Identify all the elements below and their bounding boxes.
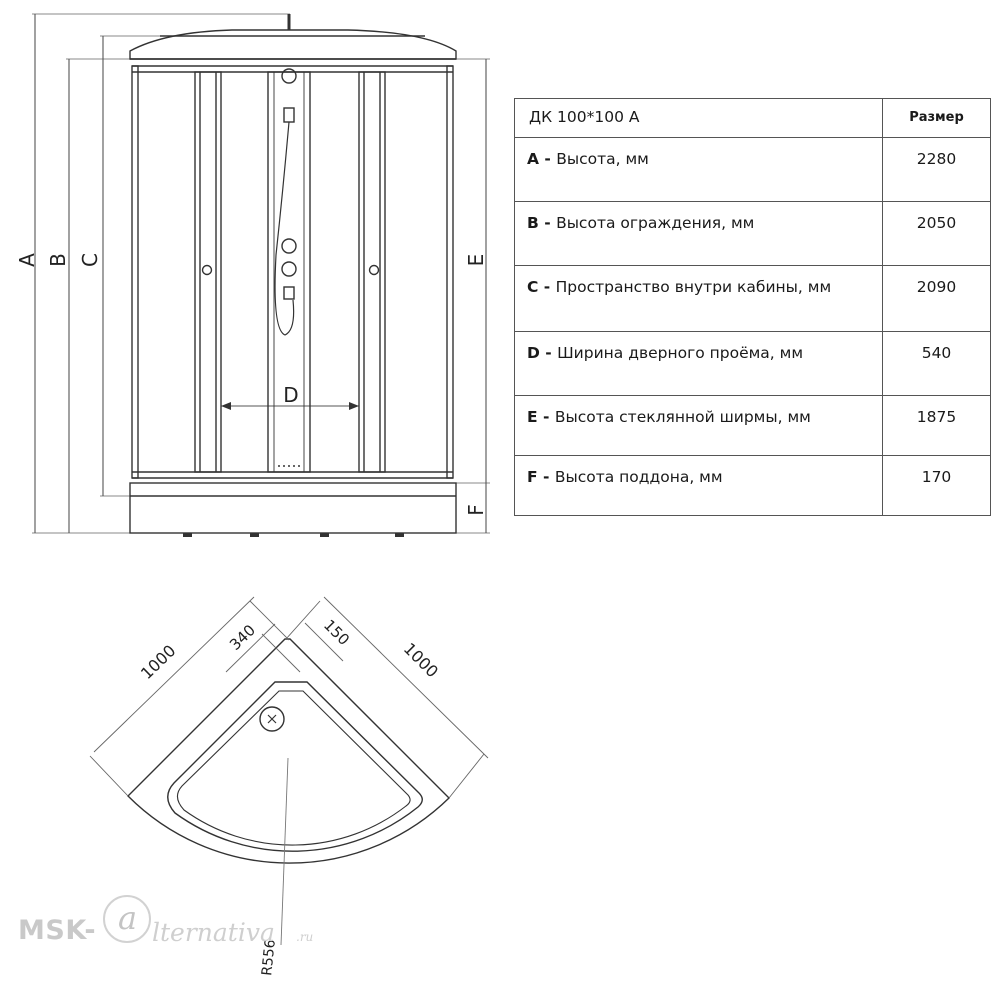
plan-dim-radius: R556 xyxy=(259,939,279,977)
spec-letter: B xyxy=(527,214,539,233)
table-row: C - Пространство внутри кабины, мм 2090 xyxy=(514,265,991,332)
spec-table-header: ДК 100*100 А Размер xyxy=(514,97,991,139)
table-row: A - Высота, мм 2280 xyxy=(514,137,991,203)
watermark-circle xyxy=(103,895,151,943)
control-knob-bottom xyxy=(281,261,297,277)
plan-dim-right: 1000 xyxy=(400,639,442,681)
spec-name-cell: A - Высота, мм xyxy=(514,137,883,203)
spec-name-cell: B - Высота ограждения, мм xyxy=(514,201,883,267)
spec-name: Ширина дверного проёма, мм xyxy=(557,343,804,362)
spec-value-cell: 2090 xyxy=(882,265,991,332)
spec-name-cell: D - Ширина дверного проёма, мм xyxy=(514,330,883,396)
table-row: B - Высота ограждения, мм 2050 xyxy=(514,201,991,267)
spec-header-model: ДК 100*100 А xyxy=(514,97,883,139)
shower-tray xyxy=(129,482,457,534)
spec-letter: D xyxy=(527,343,540,362)
control-knob-top xyxy=(281,238,297,254)
dim-label-d: D xyxy=(283,383,298,407)
spec-name-cell: E - Высота стеклянной ширмы, мм xyxy=(514,394,883,456)
spec-letter: F xyxy=(527,467,538,486)
spec-name-cell: C - Пространство внутри кабины, мм xyxy=(514,265,883,332)
spec-name: Пространство внутри кабины, мм xyxy=(555,278,832,297)
spec-letter: A xyxy=(527,150,539,169)
watermark-name: lternativa xyxy=(152,918,275,947)
watermark-brand: MSK- xyxy=(18,915,97,946)
dim-label-a: A xyxy=(15,253,39,267)
watermark-tld: .ru xyxy=(296,930,314,944)
plan-dim-left: 1000 xyxy=(137,641,179,683)
right-outer-post xyxy=(446,65,454,479)
drain-hole xyxy=(259,706,285,732)
spec-value-cell: 540 xyxy=(882,330,991,396)
tray-basin xyxy=(176,690,411,846)
shower-hose xyxy=(274,121,295,336)
plan-dimensions xyxy=(89,596,489,799)
tray-feet xyxy=(183,533,404,537)
spec-letter: C xyxy=(527,278,539,297)
spec-name: Высота стеклянной ширмы, мм xyxy=(554,407,811,426)
left-outer-post xyxy=(131,65,139,479)
dimension-lines xyxy=(34,14,487,533)
front-view: A B C E F D xyxy=(15,13,490,537)
spec-letter: E xyxy=(527,407,538,426)
right-door-handle xyxy=(368,264,380,276)
spec-value-cell: 170 xyxy=(882,454,991,517)
spec-name: Высота поддона, мм xyxy=(554,467,723,486)
table-row: D - Ширина дверного проёма, мм 540 xyxy=(514,330,991,396)
spec-name-cell: F - Высота поддона, мм xyxy=(514,454,883,517)
tray-outline-inner xyxy=(167,681,423,852)
tray-outline-outer xyxy=(127,638,450,864)
dim-label-c: C xyxy=(78,253,102,267)
table-row: F - Высота поддона, мм 170 xyxy=(514,454,991,517)
dim-label-b: B xyxy=(46,253,70,267)
dimension-extensions xyxy=(32,13,490,534)
spec-header-size: Размер xyxy=(882,97,991,139)
table-row: E - Высота стеклянной ширмы, мм 1875 xyxy=(514,394,991,456)
cabin-roof xyxy=(129,29,457,60)
dim-label-e: E xyxy=(464,254,488,267)
shower-head xyxy=(281,68,297,84)
spec-value-cell: 1875 xyxy=(882,394,991,456)
right-door-frame xyxy=(358,71,386,473)
spec-name: Высота ограждения, мм xyxy=(556,214,755,233)
spec-table: ДК 100*100 А Размер A - Высота, мм 2280 … xyxy=(514,97,991,517)
spec-value-cell: 2050 xyxy=(882,201,991,267)
left-door-frame xyxy=(194,71,222,473)
spec-name: Высота, мм xyxy=(556,150,649,169)
plan-dim-drain: 340 xyxy=(226,621,259,654)
watermark-a-glyph: a xyxy=(118,899,138,937)
dim-label-f: F xyxy=(464,504,488,516)
spec-value-cell: 2280 xyxy=(882,137,991,203)
left-door-handle xyxy=(201,264,213,276)
